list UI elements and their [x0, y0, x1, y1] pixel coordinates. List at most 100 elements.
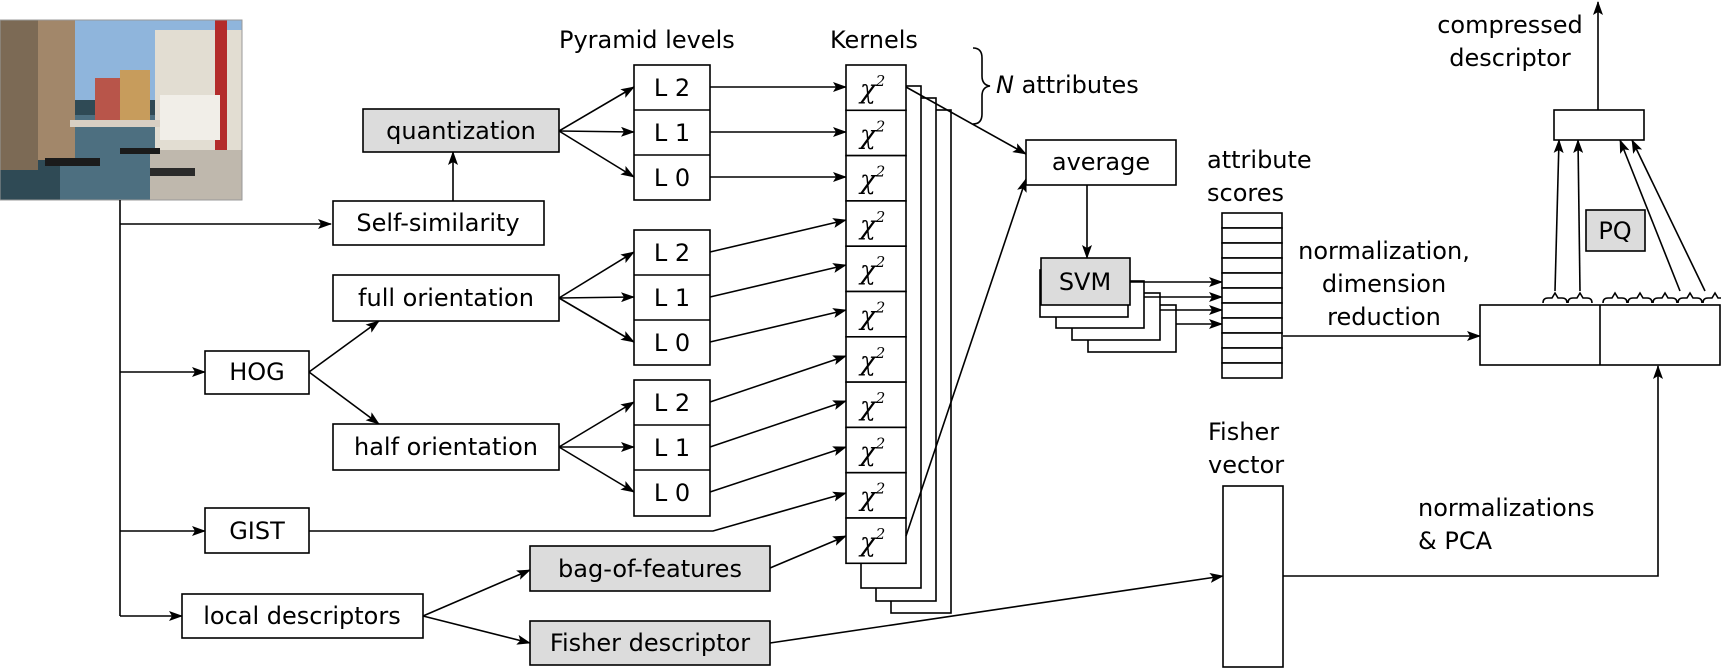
arrow-pq-3 [1619, 139, 1681, 292]
arrow-to-kernel-8 [709, 400, 847, 448]
pyramid-level-l0: L 0 [654, 479, 690, 507]
average-box: average [1025, 139, 1177, 186]
chi-square-label: χ2 [858, 344, 885, 377]
full-orientation-box: full orientation [332, 274, 560, 322]
full-orientation-label: full orientation [358, 284, 534, 312]
self-similarity-box: Self-similarity [332, 200, 545, 246]
sub-vector-brace [1652, 291, 1678, 304]
chi-square-label: χ2 [858, 389, 885, 422]
kernel-cell [845, 245, 907, 293]
quantization-label: quantization [386, 117, 536, 145]
half-orientation-box: half orientation [332, 423, 560, 471]
attribute-score-cell [1221, 257, 1283, 274]
self-similarity-label: Self-similarity [356, 209, 519, 237]
fisher-descriptor-label: Fisher descriptor [550, 629, 750, 657]
arrow-to-fisher-descriptor [422, 615, 531, 645]
chi-square-label: χ2 [858, 525, 885, 558]
arrow-fisher-vector-to-final [1283, 365, 1663, 577]
pyramid-level-l0: L 0 [654, 329, 690, 357]
attribute-scores-label-line2: scores [1207, 179, 1284, 207]
chi-square-label: χ2 [858, 434, 885, 467]
arrow-kernel-bottom-to-average [905, 178, 1027, 537]
pyramid-level-l2: L 2 [654, 239, 690, 267]
attribute-score-cell [1221, 287, 1283, 304]
chi-square-label: χ2 [858, 72, 885, 105]
n-attributes-brace [972, 47, 991, 125]
hog-label: HOG [229, 358, 285, 386]
attribute-score-cell [1221, 362, 1283, 379]
kernel-cell [845, 471, 907, 519]
arrow-hog-to-half [308, 371, 380, 425]
chi-square-label: χ2 [858, 208, 885, 241]
pyramid-group-full-orientation: L 2 L 1 L 0 [633, 229, 711, 366]
normalization-label-line3: reduction [1327, 303, 1441, 331]
sub-vector-brace [1677, 291, 1703, 304]
arrow-to-bag-of-features [422, 569, 531, 617]
average-label: average [1052, 148, 1150, 176]
product-quantization-braces [1542, 291, 1721, 304]
svm-stack: SVM [1039, 257, 1177, 353]
arrow-half-to-l2 [558, 401, 635, 448]
half-orientation-label: half orientation [354, 433, 538, 461]
attribute-score-cell [1221, 227, 1283, 244]
arrow-to-kernel-9 [709, 446, 847, 493]
attribute-scores-vector [1221, 212, 1283, 379]
pyramid-level-l1: L 1 [654, 284, 690, 312]
compressed-descriptor-box [1553, 109, 1645, 141]
attribute-score-cell [1221, 332, 1283, 349]
attribute-score-cell [1221, 317, 1283, 334]
pyramid-level-l2: L 2 [654, 389, 690, 417]
final-descriptor-box [1479, 304, 1721, 366]
kernels-heading: Kernels [830, 26, 918, 54]
arrow-full-to-l2 [558, 251, 635, 299]
arrow-to-kernel-4 [709, 218, 847, 253]
attribute-score-cell [1221, 347, 1283, 364]
arrow-full-to-l0 [558, 297, 635, 343]
kernel-cell [845, 335, 907, 383]
normalizations-pca-label-line2: & PCA [1418, 527, 1493, 555]
attribute-scores-label-line1: attribute [1207, 146, 1312, 174]
attribute-score-cell [1221, 212, 1283, 229]
sub-vector-brace [1702, 291, 1721, 304]
normalization-label-line2: dimension [1322, 270, 1446, 298]
bag-of-features-label: bag-of-features [558, 555, 742, 583]
arrow-quant-to-l2 [558, 86, 635, 132]
arrow-quant-to-l1 [558, 126, 635, 137]
gist-label: GIST [229, 517, 285, 545]
attribute-score-cell [1221, 242, 1283, 259]
arrow-bof-to-kernel [769, 535, 847, 569]
pq-label: PQ [1598, 217, 1631, 245]
arrow-pq-4 [1631, 139, 1706, 292]
arrow-pq-1 [1553, 139, 1564, 292]
pyramid-group-self-similarity: L 2 L 1 L 0 [633, 64, 711, 201]
chi-square-label: χ2 [858, 253, 885, 286]
fisher-vector-label-line2: vector [1208, 451, 1284, 479]
compressed-descriptor-label-line1: compressed [1437, 11, 1583, 39]
hog-box: HOG [204, 350, 310, 395]
chi-square-label: χ2 [858, 117, 885, 150]
pq-box: PQ [1585, 209, 1646, 252]
local-descriptors-label: local descriptors [203, 602, 400, 630]
arrow-fisher-to-fisher-vector [769, 572, 1224, 644]
arrow-hog-to-full [308, 320, 380, 373]
kernel-cell [845, 64, 907, 112]
pyramid-level-l1: L 1 [654, 119, 690, 147]
kernel-cell [845, 517, 907, 565]
arrow-to-kernel-7 [709, 355, 847, 403]
pyramid-group-half-orientation: L 2 L 1 L 0 [633, 379, 711, 517]
chi-square-label: χ2 [858, 163, 885, 196]
fisher-descriptor-box: Fisher descriptor [529, 620, 771, 666]
svm-label: SVM [1059, 268, 1111, 296]
arrow-quant-to-l0 [558, 130, 635, 178]
local-descriptors-box: local descriptors [181, 593, 424, 639]
pyramid-levels-heading: Pyramid levels [559, 26, 735, 54]
kernel-cell [845, 381, 907, 429]
quantization-box: quantization [362, 108, 560, 153]
attribute-score-cell [1221, 302, 1283, 319]
fisher-vector-label-line1: Fisher [1208, 418, 1279, 446]
n-attributes-label: N attributes [996, 71, 1139, 99]
arrow-pq-2 [1573, 139, 1584, 292]
chi-square-label: χ2 [858, 480, 885, 513]
arrow-half-to-l0 [558, 446, 635, 493]
